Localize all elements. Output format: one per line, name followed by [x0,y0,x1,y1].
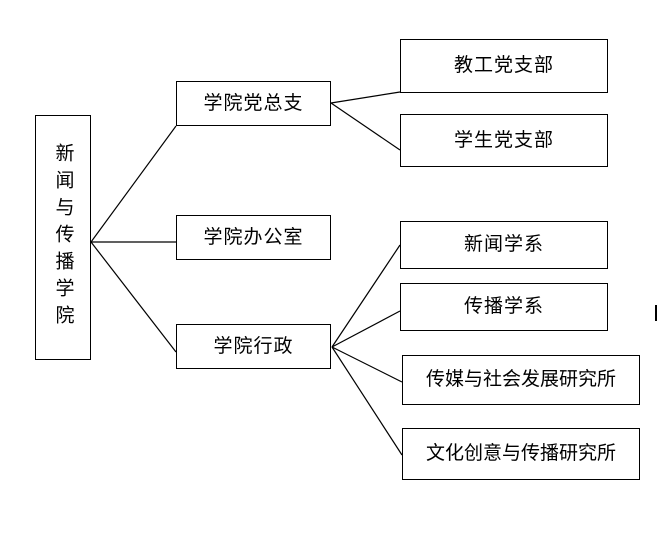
node-department-communication-label: 传播学系 [463,295,544,318]
node-college-administration[interactable]: 学院行政 [176,324,331,369]
node-department-communication[interactable]: 传播学系 [400,283,608,331]
node-institute-media-social-development[interactable]: 传媒与社会发展研究所 [402,355,640,405]
connector-admin-to-media-institute [331,346,403,383]
node-institute-media-social-development-label: 传媒与社会发展研究所 [425,368,616,391]
node-college-office[interactable]: 学院办公室 [176,215,331,260]
node-school[interactable]: 新闻与传播学院 [35,115,91,360]
node-institute-cultural-creativity-communication-label: 文化创意与传播研究所 [425,442,616,465]
node-student-party-branch[interactable]: 学生党支部 [400,114,608,167]
connector-admin-to-journalism [331,244,401,348]
node-department-journalism[interactable]: 新闻学系 [400,221,608,269]
node-college-administration-label: 学院行政 [213,334,294,357]
connector-party-to-faculty-branch [330,91,401,104]
node-institute-cultural-creativity-communication[interactable]: 文化创意与传播研究所 [402,428,640,480]
node-student-party-branch-label: 学生党支部 [453,128,554,151]
connector-admin-to-communication [331,310,401,348]
connector-party-to-student-branch [330,102,401,151]
node-party-committee-label: 学院党总支 [203,91,304,114]
connector-school-to-college-administration [90,241,177,353]
node-department-journalism-label: 新闻学系 [463,233,544,256]
connector-school-to-party-committee [90,125,177,243]
node-faculty-party-branch-label: 教工党支部 [453,54,554,77]
node-school-label: 新闻与传播学院 [52,143,75,332]
node-college-office-label: 学院办公室 [203,225,304,248]
right-edge-mark [655,305,657,321]
node-party-committee[interactable]: 学院党总支 [176,81,331,126]
connector-admin-to-culture-institute [331,346,403,456]
node-faculty-party-branch[interactable]: 教工党支部 [400,39,608,93]
